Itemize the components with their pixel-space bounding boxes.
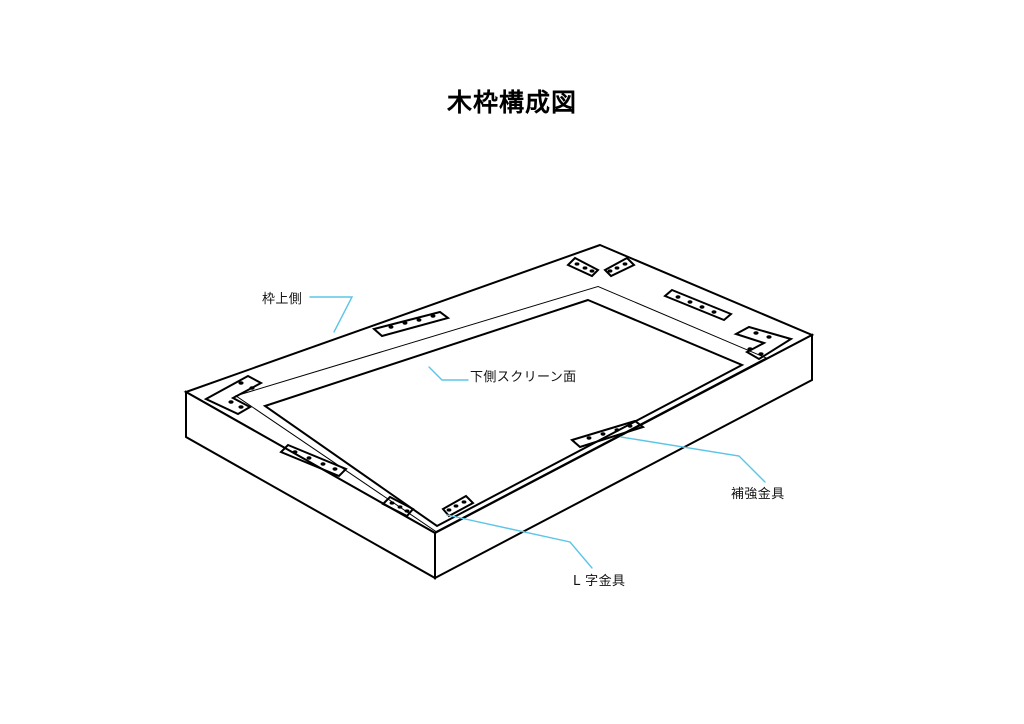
- reinforcement-plate-lower-left: [279, 443, 348, 478]
- l-bracket-bottom-left-wing: [381, 495, 415, 518]
- plate-ll-screws: [292, 450, 338, 471]
- frame-screen-aperture: [262, 298, 745, 528]
- plate-ll-outline: [279, 443, 348, 478]
- l-bracket-left-outline: [203, 374, 264, 416]
- frame-body: [183, 243, 815, 580]
- reinforcement-plate-lower-right: [569, 419, 646, 449]
- leader-frame-upper-side: [309, 296, 354, 333]
- annotation-frame-upper-side: 枠上側: [262, 292, 303, 307]
- annotation-reinforcement-bracket: 補強金具: [731, 487, 785, 502]
- l-bracket-top-right-wing: [603, 256, 636, 278]
- page-title: 木枠構成図: [446, 88, 577, 117]
- leader-lines: [309, 296, 766, 569]
- plate-ur-screws: [675, 295, 717, 314]
- l-bracket-left-screws: [228, 381, 255, 409]
- plate-lr-screws: [586, 424, 633, 440]
- l-bracket-corner-right: [733, 325, 794, 361]
- leader-l-bracket: [446, 514, 593, 569]
- l-bracket-right-screws: [747, 331, 772, 356]
- l-bracket-bottom-left-screws: [389, 501, 410, 513]
- l-bracket-top-left-wing: [566, 256, 600, 278]
- annotation-lower-screen-surface: 下側スクリーン面: [470, 370, 577, 385]
- l-bracket-top-left-screws: [574, 262, 595, 273]
- reinforcement-plate-upper-left: [371, 310, 451, 338]
- plate-ul-outline: [371, 310, 451, 338]
- plate-ul-screws: [388, 314, 436, 329]
- l-bracket-bottom-right-screws: [446, 500, 467, 512]
- leader-lower-screen: [428, 366, 469, 381]
- l-bracket-corner-left: [203, 374, 264, 416]
- l-bracket-top-right-screws: [607, 262, 628, 273]
- annotation-l-bracket: L 字金具: [573, 574, 626, 589]
- plate-ur-outline: [663, 288, 733, 322]
- leader-reinforcement: [620, 436, 766, 483]
- reinforcement-plate-upper-right: [663, 288, 733, 322]
- plate-lr-outline: [569, 419, 646, 449]
- l-bracket-right-outline: [733, 325, 794, 361]
- l-bracket-corner-top: [566, 256, 636, 278]
